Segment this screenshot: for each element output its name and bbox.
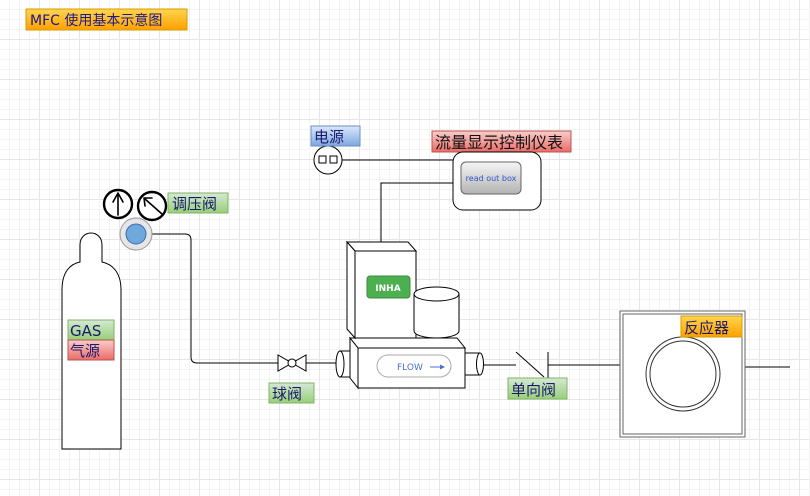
flow-indicator (376, 354, 452, 378)
mfc-inlet-face (335, 350, 345, 378)
power-label[interactable]: 电源 (310, 125, 361, 147)
readout-box[interactable] (460, 161, 522, 195)
flow-arrow-head (440, 364, 445, 370)
check-valve-label-box (507, 377, 568, 400)
mfc-valve-drum-top (413, 286, 460, 302)
ball-valve-label[interactable]: 球阀 (268, 382, 315, 404)
mfc-valve-drum-body (413, 293, 460, 339)
ball-valve-label-text: 球阀 (272, 385, 302, 403)
reactor-label-text: 反应器 (684, 319, 729, 337)
signal-cable[interactable] (380, 182, 453, 243)
ball-valve-label-box (268, 382, 315, 404)
regulator-label[interactable]: 调压阀 (167, 192, 229, 214)
mfc-electronics-side (346, 240, 356, 340)
readout-unit[interactable]: read out box (452, 151, 542, 211)
check-valve[interactable] (515, 351, 549, 378)
title-label[interactable]: MFC 使用基本示意图 (25, 8, 188, 31)
ball-valve-icon (277, 354, 294, 372)
gas-source-label-box (67, 339, 115, 361)
display-label[interactable]: 流量显示控制仪表 (431, 130, 572, 153)
display-label-text: 流量显示控制仪表 (435, 133, 563, 152)
title-text: MFC 使用基本示意图 (30, 12, 162, 29)
arrow-right-icon (430, 364, 445, 370)
reactor-inner-frame (622, 313, 743, 435)
check-valve-label-text: 单向阀 (511, 381, 556, 399)
regulator-knob (125, 223, 147, 245)
mfc-brand-badge (366, 275, 411, 299)
check-valve-icon (515, 351, 545, 378)
reactor-vessel-inner (649, 340, 717, 408)
gauge-needle-right (143, 197, 163, 215)
gas-label-text: GAS (70, 322, 101, 340)
mfc-base-top (348, 337, 467, 349)
socket-hole-left (318, 155, 327, 164)
pressure-regulator[interactable] (102, 188, 168, 251)
gas-source-label-text: 气源 (70, 342, 100, 360)
ball-valve[interactable] (277, 354, 307, 372)
reactor-label-box (680, 315, 743, 338)
flow-label-text: FLOW (397, 363, 423, 373)
power-label-text: 电源 (314, 128, 344, 146)
power-label-box (310, 125, 361, 147)
regulator-label-text: 调压阀 (172, 195, 217, 213)
reactor-label[interactable]: 反应器 (680, 315, 743, 338)
power-socket-icon (313, 145, 343, 175)
power-socket[interactable] (313, 145, 343, 175)
gas-label[interactable]: GAS (67, 319, 115, 341)
ball-valve-ball (287, 358, 297, 368)
socket-hole-right (329, 155, 338, 164)
ball-valve-icon-right (290, 354, 307, 372)
readout-box-text: read out box (466, 174, 517, 183)
mfc-electronics-top (345, 241, 418, 252)
gauge-needle-left (112, 192, 124, 216)
title-label-box (25, 8, 188, 31)
gas-source-label[interactable]: 气源 (67, 339, 115, 361)
mass-flow-controller[interactable]: FLOW INHA (335, 240, 484, 390)
check-valve-label[interactable]: 单向阀 (507, 377, 568, 400)
reactor-vessel-outer (645, 336, 721, 412)
mfc-brand-text: INHA (375, 284, 400, 294)
mfc-outlet-face (476, 352, 484, 376)
regulator-label-box (167, 192, 229, 214)
gas-pipe-regulator-to-valve[interactable] (152, 233, 278, 364)
